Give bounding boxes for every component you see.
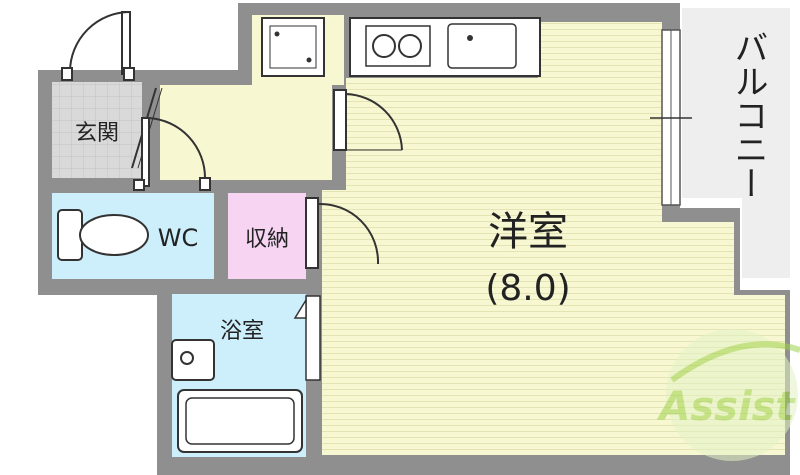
balcony-label: バルコニー — [728, 30, 768, 200]
inner-door — [133, 117, 211, 191]
watermark-logo: Assist — [656, 329, 800, 461]
burner-left-icon — [372, 34, 396, 58]
watermark-text: Assist — [656, 384, 796, 430]
washbasin-icon — [171, 339, 215, 381]
washer-space — [261, 17, 325, 77]
western-room-floor — [322, 22, 785, 455]
entrance-door — [61, 11, 135, 81]
toilet-icon — [57, 209, 149, 261]
kitchen-sink — [447, 23, 517, 69]
bathtub-icon — [177, 389, 303, 453]
kitchen-corridor — [160, 85, 332, 180]
bath-door — [293, 295, 321, 381]
burner-right-icon — [398, 34, 422, 58]
western-room-label: 洋室 — [488, 209, 568, 255]
bath-label: 浴室 — [220, 319, 264, 344]
balcony-floor — [682, 8, 790, 278]
storage-door — [305, 197, 380, 269]
wc-label: WC — [158, 224, 199, 252]
storage-room — [228, 193, 306, 279]
entrance-floor — [52, 82, 142, 178]
room-door — [333, 89, 403, 151]
storage-label: 収納 — [245, 227, 289, 252]
western-room-size: (8.0) — [485, 268, 570, 309]
entrance-label: 玄関 — [75, 121, 119, 146]
